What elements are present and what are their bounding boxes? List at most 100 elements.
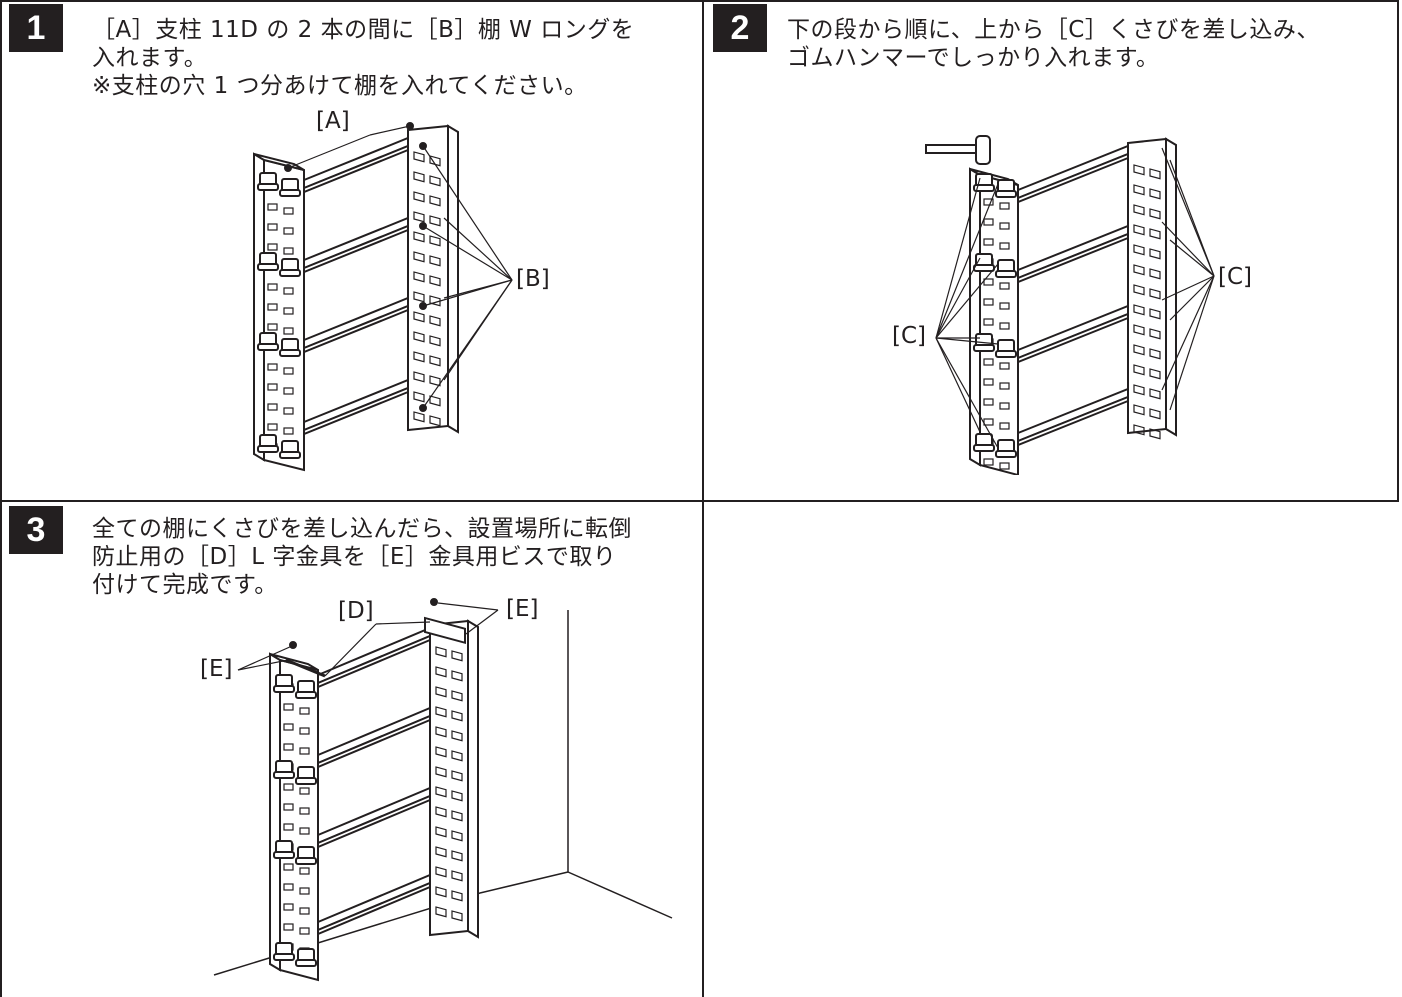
step1-back-hole xyxy=(429,375,441,387)
step3-wedge-base xyxy=(295,691,317,699)
step3-shelf-2 xyxy=(317,706,431,765)
step2-front-hole xyxy=(999,242,1010,250)
step-1-number-badge: 1 xyxy=(9,4,63,52)
step3-front-hole xyxy=(283,883,294,891)
step1-front-hole xyxy=(267,283,278,291)
step2-front-hole xyxy=(999,222,1010,230)
step3-front-hole xyxy=(283,923,294,931)
label-c-left: [C] xyxy=(892,323,927,349)
step3-front-hole xyxy=(283,823,294,831)
step-2-line-1: 下の段から順に、上から［C］くさびを差し込み、 xyxy=(787,17,1320,43)
shelf-illustration-step-1 xyxy=(253,122,513,472)
step1-back-post-side xyxy=(447,124,459,434)
step2-front-hole xyxy=(983,378,994,386)
step3-back-hole xyxy=(435,706,447,718)
step2-leader-c-right xyxy=(1169,239,1215,277)
step-3-line-3: 付けて完成です。 xyxy=(92,572,278,598)
step1-back-hole xyxy=(413,331,425,343)
step2-front-hole xyxy=(999,322,1010,330)
step1-leader-a xyxy=(287,134,371,169)
step1-wedge-base xyxy=(257,343,279,351)
step2-back-hole xyxy=(1149,328,1161,340)
step3-front-hole xyxy=(299,887,310,895)
step2-back-hole xyxy=(1133,164,1145,176)
step2-front-hole xyxy=(999,422,1010,430)
step2-front-hole xyxy=(983,278,994,286)
step3-front-hole xyxy=(299,787,310,795)
step1-shelf-1 xyxy=(303,136,409,190)
step3-back-hole xyxy=(451,830,463,842)
step2-back-hole xyxy=(1149,288,1161,300)
step3-back-hole xyxy=(451,770,463,782)
step1-back-hole xyxy=(413,151,425,163)
step1-shelf-edge-4 xyxy=(303,386,409,436)
step3-leader-e-left xyxy=(237,645,293,671)
step3-back-hole xyxy=(435,686,447,698)
step2-leader-c-right xyxy=(1169,275,1215,321)
step2-back-hole xyxy=(1133,324,1145,336)
step3-wedge-base xyxy=(273,851,295,859)
step2-shelf-edge-3 xyxy=(1017,312,1129,364)
label-d: [D] xyxy=(338,598,374,624)
step2-back-hole xyxy=(1133,404,1145,416)
step-1-line-2: 入れます。 xyxy=(92,45,208,71)
step2-front-hole xyxy=(983,398,994,406)
step-2-number-badge: 2 xyxy=(713,4,767,52)
step1-back-hole xyxy=(429,215,441,227)
step3-back-hole xyxy=(451,650,463,662)
step1-front-hole xyxy=(283,307,294,315)
step3-back-hole xyxy=(451,850,463,862)
step3-front-hole xyxy=(283,703,294,711)
step1-wedge-base xyxy=(257,263,279,271)
step1-front-hole xyxy=(267,223,278,231)
step1-front-post-side xyxy=(253,152,265,462)
step3-leader-d xyxy=(324,623,377,677)
l-bracket-front xyxy=(285,658,326,678)
step1-shelf-edge-1 xyxy=(303,144,409,194)
step1-back-hole xyxy=(413,211,425,223)
step1-front-hole xyxy=(267,383,278,391)
step3-back-hole xyxy=(435,766,447,778)
step3-front-hole xyxy=(299,927,310,935)
step1-back-hole xyxy=(413,271,425,283)
step2-back-hole xyxy=(1133,364,1145,376)
step2-front-hole xyxy=(999,402,1010,410)
step2-leader-c-right xyxy=(1169,159,1215,277)
step3-front-hole xyxy=(283,743,294,751)
step2-shelf-2 xyxy=(1017,224,1129,280)
step2-back-hole xyxy=(1133,264,1145,276)
step1-leader-b xyxy=(422,145,513,281)
step1-back-hole xyxy=(413,351,425,363)
step1-shelf-edge-3 xyxy=(303,304,409,354)
step2-leader-c-left xyxy=(935,337,981,433)
step2-front-hole xyxy=(999,362,1010,370)
step1-back-hole xyxy=(429,415,441,427)
step3-front-hole xyxy=(299,747,310,755)
step2-wedge-base xyxy=(995,270,1017,278)
step3-front-hole xyxy=(299,707,310,715)
step3-shelf-edge-2 xyxy=(317,714,431,769)
step1-leader-b xyxy=(422,225,513,281)
step3-wedge-base xyxy=(295,959,317,967)
shelf-illustration-step-2 xyxy=(925,135,1215,475)
step3-wedge-base xyxy=(273,685,295,693)
step3-shelf-1 xyxy=(317,626,431,685)
step-3-instructions: 全ての棚にくさびを差し込んだら、設置場所に転倒 防止用の［D］L 字金具を［E］… xyxy=(92,515,692,599)
step3-shelf-4 xyxy=(317,873,431,932)
step1-shelf-edge-2 xyxy=(303,224,409,274)
step3-front-hole xyxy=(299,727,310,735)
step2-wedge-base xyxy=(995,190,1017,198)
step2-leader-c-left xyxy=(935,257,981,339)
step1-front-hole xyxy=(283,227,294,235)
hammer-handle xyxy=(925,144,977,154)
step3-back-hole xyxy=(451,790,463,802)
step2-back-hole xyxy=(1149,268,1161,280)
step3-back-hole xyxy=(435,786,447,798)
step1-shelf-2 xyxy=(303,216,409,270)
step2-shelf-3 xyxy=(1017,304,1129,360)
step3-back-hole xyxy=(451,690,463,702)
step1-back-hole xyxy=(413,411,425,423)
step1-front-hole xyxy=(267,243,278,251)
label-b: [B] xyxy=(516,266,550,292)
step1-front-hole xyxy=(283,327,294,335)
